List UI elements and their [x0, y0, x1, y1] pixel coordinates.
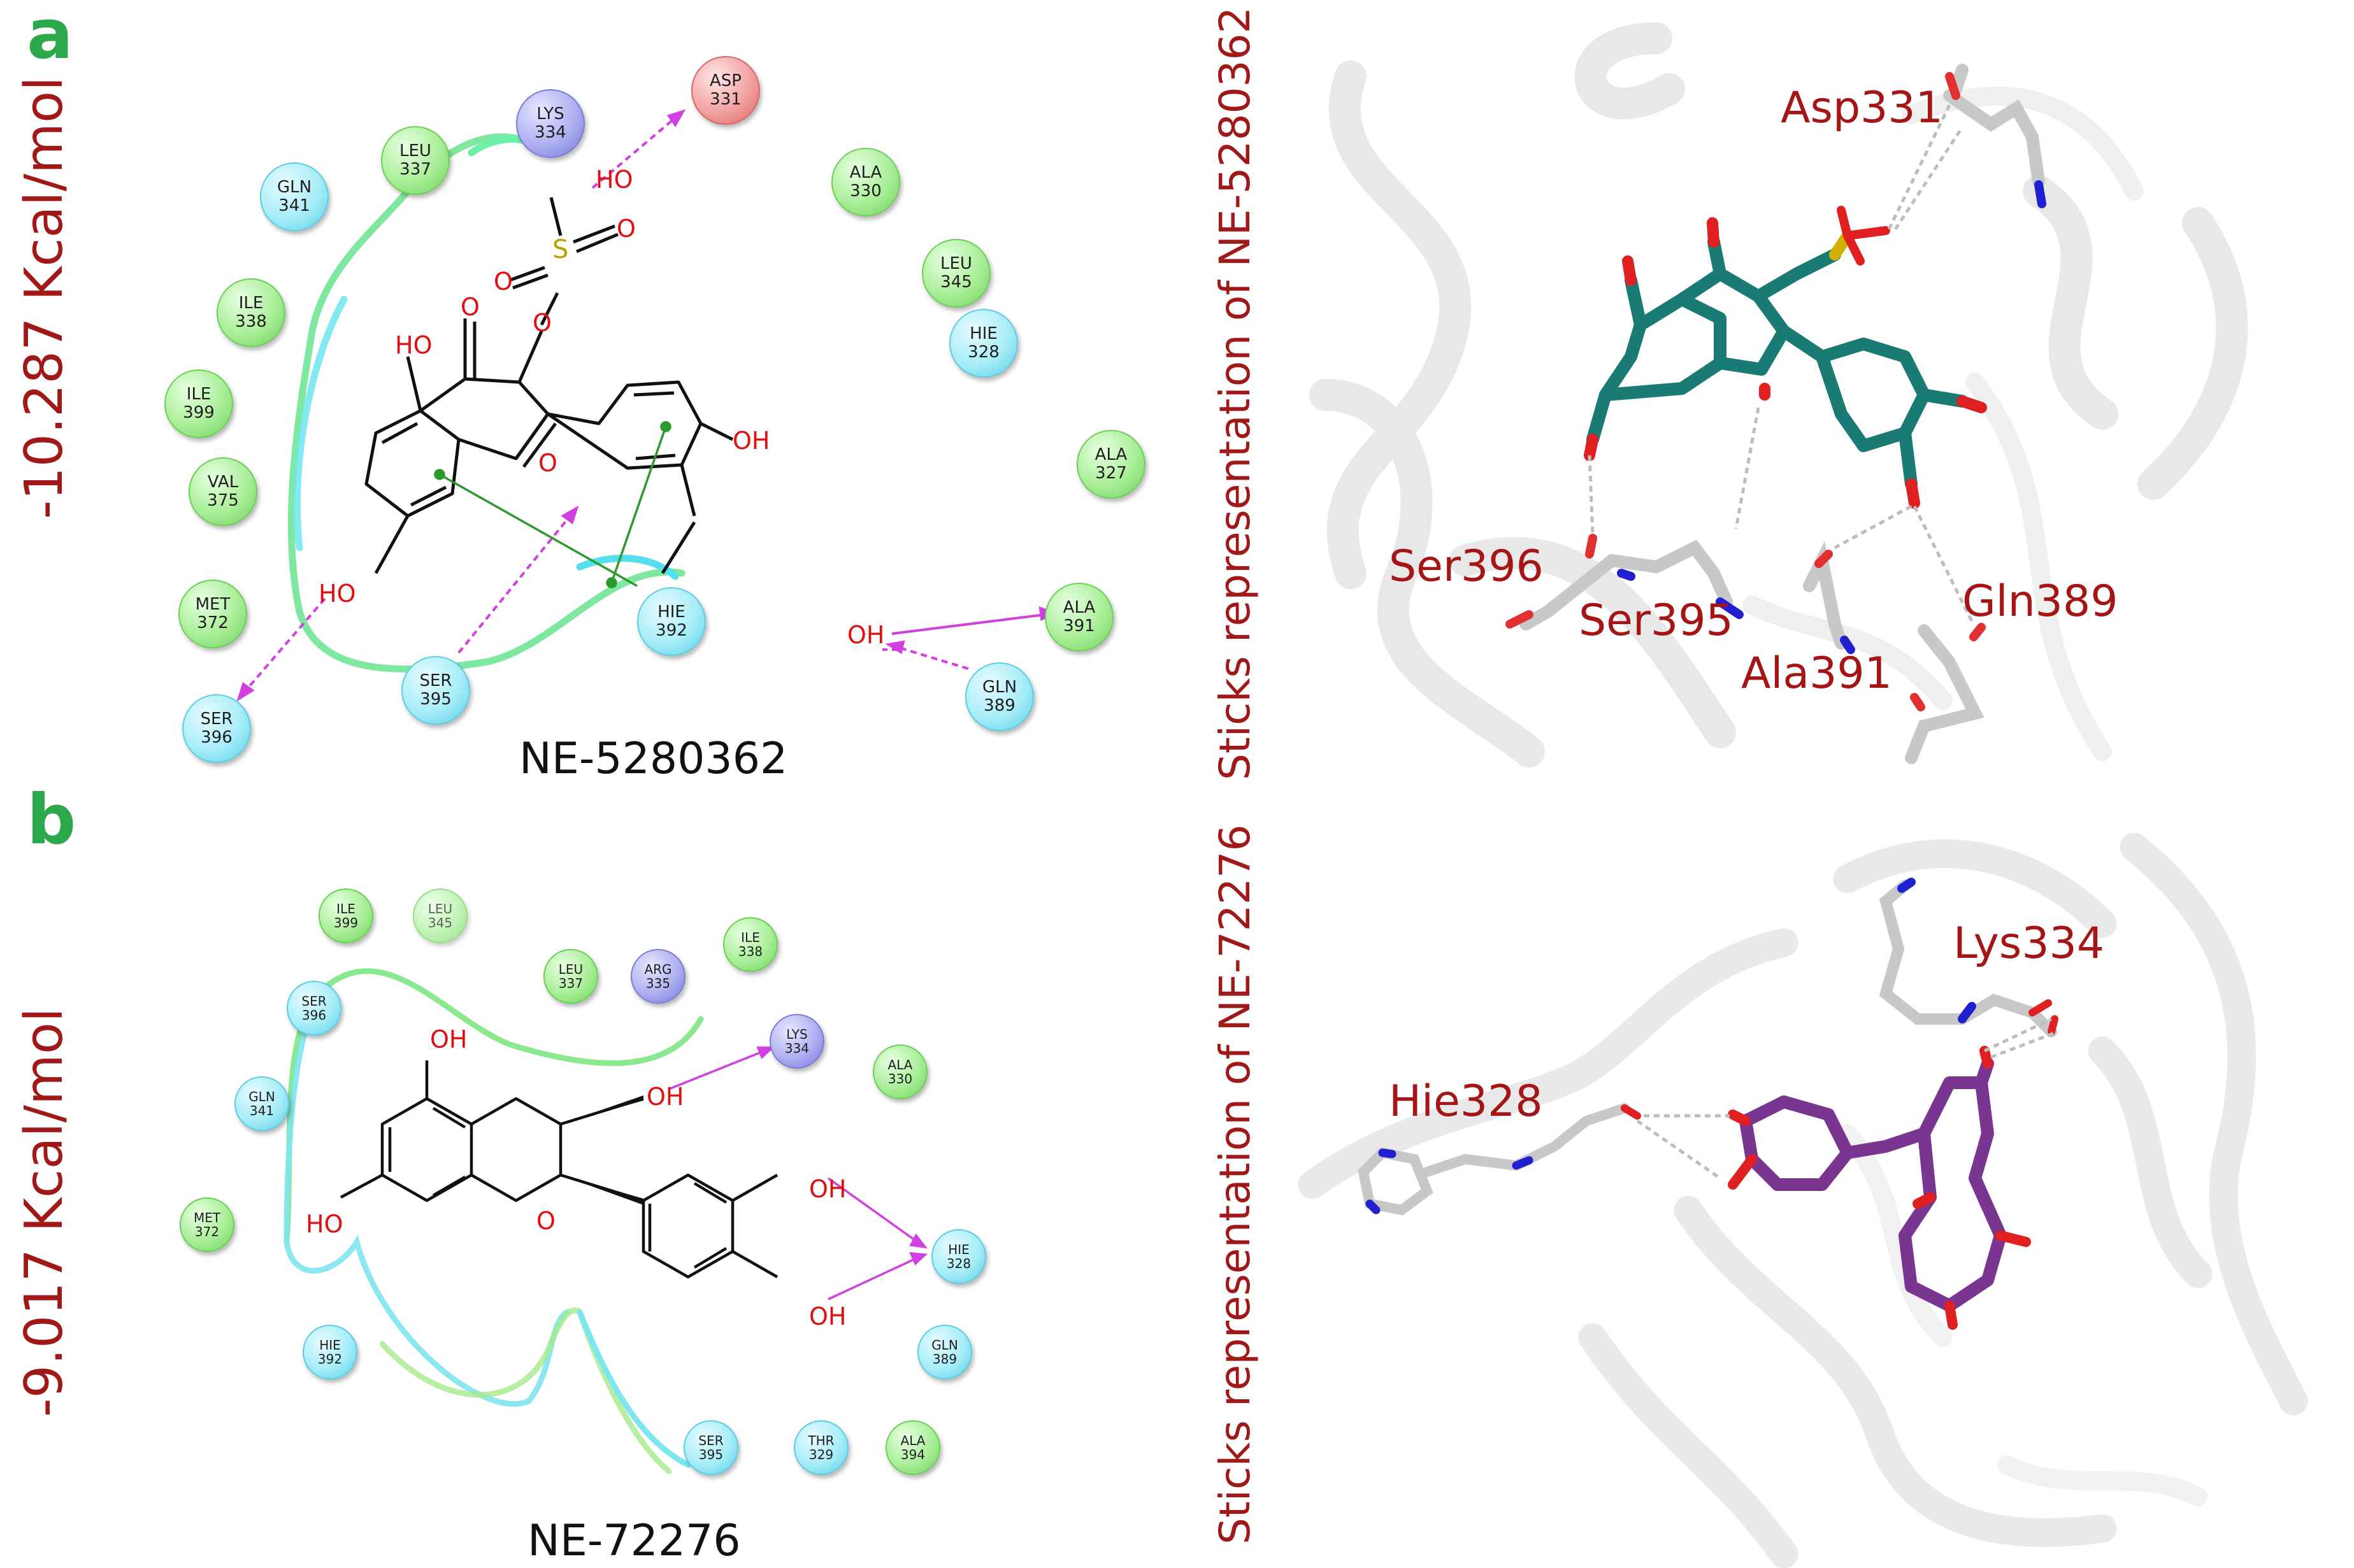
structure-label-lys334: Lys334 — [1953, 918, 2105, 969]
panel-letter-a: a — [27, 0, 73, 75]
atom-label: O — [461, 293, 480, 321]
structure-label-gln389: Gln389 — [1962, 576, 2118, 627]
atom-label: HO — [596, 166, 633, 194]
atom-label: O — [536, 1207, 556, 1235]
atom-label: O — [494, 267, 513, 296]
atom-label: OH — [809, 1175, 846, 1203]
interaction-diagram-b: OH OH HO O OH OH — [283, 968, 928, 1474]
structure-label-asp331: Asp331 — [1781, 83, 1943, 133]
compound-name-b: NE-72276 — [527, 1516, 741, 1566]
atom-label: OH — [647, 1083, 684, 1111]
atom-label: O — [538, 449, 557, 477]
atom-label: OH — [733, 427, 770, 455]
atom-label: S — [552, 235, 568, 264]
compound-name-a: NE-5280362 — [519, 734, 788, 784]
atom-label: O — [533, 309, 552, 337]
structure-label-ser395: Ser395 — [1579, 595, 1733, 646]
panel-letter-b: b — [27, 780, 76, 860]
structure-label-ala391: Ala391 — [1741, 648, 1892, 699]
atom-label: OH — [809, 1302, 846, 1330]
atom-label: O — [617, 215, 636, 243]
structure-view-a — [1290, 22, 2354, 771]
atom-label: OH — [847, 621, 884, 649]
atom-label: HO — [306, 1210, 343, 1238]
structure-label-hie328: Hie328 — [1389, 1076, 1543, 1127]
atom-label: OH — [430, 1025, 467, 1053]
atom-label: HO — [319, 580, 355, 608]
atom-label: HO — [395, 331, 432, 359]
structure-label-ser396: Ser396 — [1389, 541, 1544, 592]
